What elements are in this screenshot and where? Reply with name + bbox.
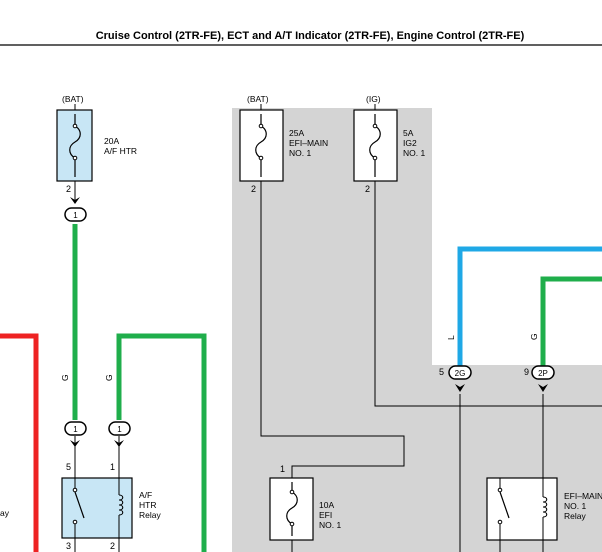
svg-text:9: 9 <box>524 367 529 377</box>
fuse-efi-main-name1: EFI–MAIN <box>289 138 328 148</box>
blue-wire-l <box>457 246 602 366</box>
connector-1-left: 1 <box>64 421 87 447</box>
green-wire-g-2p <box>540 276 602 366</box>
fuse-ig2-name2: NO. 1 <box>403 148 425 158</box>
fuse-efi-no1-amp: 10A <box>319 500 334 510</box>
relay-efi-main: EFI–MAIN NO. 1 Relay <box>486 477 602 541</box>
fuse-efi-no1-pin: 1 <box>280 464 285 474</box>
signal-wires <box>74 181 602 552</box>
wire-label-g-right: G <box>104 374 114 381</box>
fuse-af-htr-name: A/F HTR <box>104 146 137 156</box>
wire-label-l: L <box>446 335 456 340</box>
fuse-ig2-source: (IG) <box>366 94 381 104</box>
fuse-ig2: (IG) 5A IG2 NO. 1 2 <box>353 94 425 194</box>
relay-af-htr-name3: Relay <box>139 510 161 520</box>
relay-af-htr-name2: HTR <box>139 500 156 510</box>
fuse-efi-no1: 1 10A EFI NO. 1 <box>269 464 341 541</box>
svg-text:5: 5 <box>66 462 71 472</box>
wire-label-g-left: G <box>60 374 70 381</box>
connector-1-right: 1 <box>108 421 131 447</box>
fuse-af-htr: (BAT) 20A A/F HTR 2 <box>56 94 137 204</box>
fuse-af-htr-pin: 2 <box>66 184 71 194</box>
fuse-ig2-pin: 2 <box>365 184 370 194</box>
relay-efi-main-name3: Relay <box>564 511 586 521</box>
svg-text:2: 2 <box>110 541 115 551</box>
svg-text:5: 5 <box>439 367 444 377</box>
fuse-af-htr-amp: 20A <box>104 136 119 146</box>
svg-text:2P: 2P <box>538 369 548 378</box>
fuse-efi-main: (BAT) 25A EFI–MAIN NO. 1 2 <box>239 94 328 194</box>
svg-text:1: 1 <box>110 462 115 472</box>
red-wire <box>0 333 39 552</box>
relay-block-region <box>232 108 602 552</box>
svg-text:2G: 2G <box>455 369 466 378</box>
relay-efi-main-name1: EFI–MAIN <box>564 491 602 501</box>
green-wire-g-right <box>116 333 207 552</box>
fuse-efi-main-pin: 2 <box>251 184 256 194</box>
svg-text:3: 3 <box>66 541 71 551</box>
fuse-af-htr-source: (BAT) <box>62 94 84 104</box>
relay-af-htr-name1: A/F <box>139 490 152 500</box>
svg-text:1: 1 <box>73 425 78 434</box>
svg-text:1: 1 <box>117 425 122 434</box>
wire-label-g-2p: G <box>529 333 539 340</box>
relay-af-htr: 5 1 3 2 A/F HTR Relay <box>61 462 161 551</box>
connector-2p: 9 2P <box>524 365 555 392</box>
fuse-efi-main-name2: NO. 1 <box>289 148 311 158</box>
fuse-ig2-name1: IG2 <box>403 138 417 148</box>
fuse-efi-main-amp: 25A <box>289 128 304 138</box>
fuse-efi-no1-name2: NO. 1 <box>319 520 341 530</box>
svg-text:1: 1 <box>73 211 78 220</box>
connector-2g: 5 2G <box>439 365 472 392</box>
connector-1-top: 1 <box>64 207 87 222</box>
fuse-efi-no1-name1: EFI <box>319 510 332 520</box>
diagram-title: Cruise Control (2TR-FE), ECT and A/T Ind… <box>96 30 525 42</box>
fuse-efi-main-source: (BAT) <box>247 94 269 104</box>
edge-label-fragment: ay <box>0 508 10 518</box>
fuse-ig2-amp: 5A <box>403 128 414 138</box>
relay-efi-main-name2: NO. 1 <box>564 501 586 511</box>
